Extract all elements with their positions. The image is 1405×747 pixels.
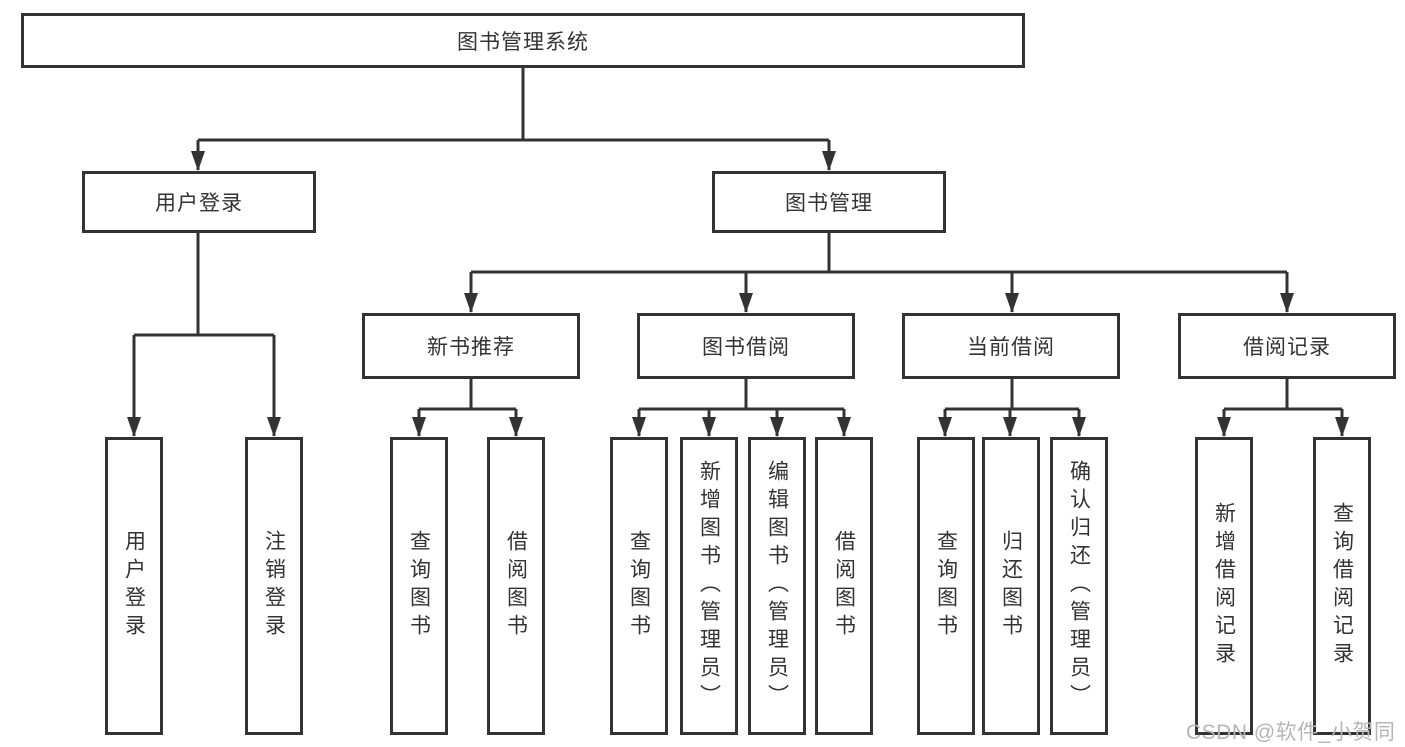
node-current-borrow: 当前借阅: [902, 313, 1120, 379]
leaf-label: 新增图书（管理员）: [697, 460, 721, 712]
leaf-label: 用户登录: [122, 530, 146, 642]
leaf-label: 查询图书: [627, 530, 651, 642]
leaf-label: 注销登录: [262, 530, 286, 642]
leaf-user-login: 用户登录: [105, 437, 163, 735]
leaf-confirm-return-admin: 确认归还（管理员）: [1050, 437, 1108, 735]
leaf-label: 编辑图书（管理员）: [765, 460, 789, 712]
leaf-add-books-admin: 新增图书（管理员）: [680, 437, 738, 735]
leaf-label: 查询图书: [407, 530, 431, 642]
connector-current-borrow-children: [938, 379, 1086, 437]
leaf-borrow-books: 借阅图书: [815, 437, 873, 735]
connector-user-login-children: [127, 233, 281, 437]
connector-borrow-records-children: [1217, 379, 1349, 437]
leaf-query-books-current: 查询图书: [917, 437, 975, 735]
csdn-watermark: CSDN @软件_小贺同学: [1186, 721, 1396, 744]
leaf-query-borrow-record: 查询借阅记录: [1313, 437, 1371, 735]
connector-book-borrow-children: [632, 379, 851, 437]
node-book-borrow: 图书借阅: [637, 313, 855, 379]
node-user-login: 用户登录: [82, 171, 316, 233]
leaf-label: 新增借阅记录: [1212, 502, 1236, 670]
connector-root-to-level2: [191, 68, 836, 171]
leaf-logout: 注销登录: [245, 437, 303, 735]
node-new-book-recommend: 新书推荐: [362, 313, 580, 379]
leaf-label: 查询图书: [934, 530, 958, 642]
connector-book-management-children: [464, 233, 1294, 313]
leaf-label: 借阅图书: [832, 530, 856, 642]
leaf-query-books-recommend: 查询图书: [390, 437, 448, 735]
leaf-label: 借阅图书: [504, 530, 528, 642]
leaf-return-books: 归还图书: [982, 437, 1040, 735]
node-library-system: 图书管理系统: [21, 13, 1025, 68]
node-borrow-records: 借阅记录: [1178, 313, 1396, 379]
leaf-edit-books-admin: 编辑图书（管理员）: [748, 437, 806, 735]
leaf-label: 确认归还（管理员）: [1067, 460, 1091, 712]
leaf-label: 归还图书: [999, 530, 1023, 642]
leaf-add-borrow-record: 新增借阅记录: [1195, 437, 1253, 735]
connector-new-book-recommend-children: [412, 379, 523, 437]
leaf-borrow-books-recommend: 借阅图书: [487, 437, 545, 735]
node-book-management: 图书管理: [712, 171, 946, 233]
leaf-label: 查询借阅记录: [1330, 502, 1354, 670]
leaf-query-books-borrow: 查询图书: [610, 437, 668, 735]
